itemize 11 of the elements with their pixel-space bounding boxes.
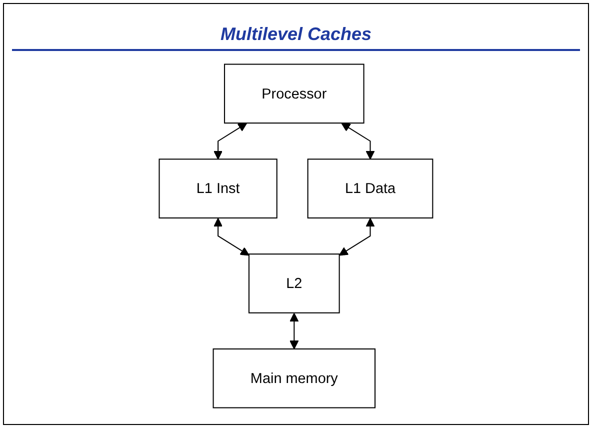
node-box: Processor [224,64,364,124]
node-box: L1 Data [307,158,434,218]
arrow [214,122,248,160]
arrow [341,122,375,160]
slide-title: Multilevel Caches [219,24,373,45]
arrow [214,218,250,256]
arrow [338,218,375,256]
arrow [290,312,299,350]
node-box: L2 [248,254,340,314]
node-box: L1 Inst [158,158,278,218]
node-box: Main memory [212,348,376,408]
